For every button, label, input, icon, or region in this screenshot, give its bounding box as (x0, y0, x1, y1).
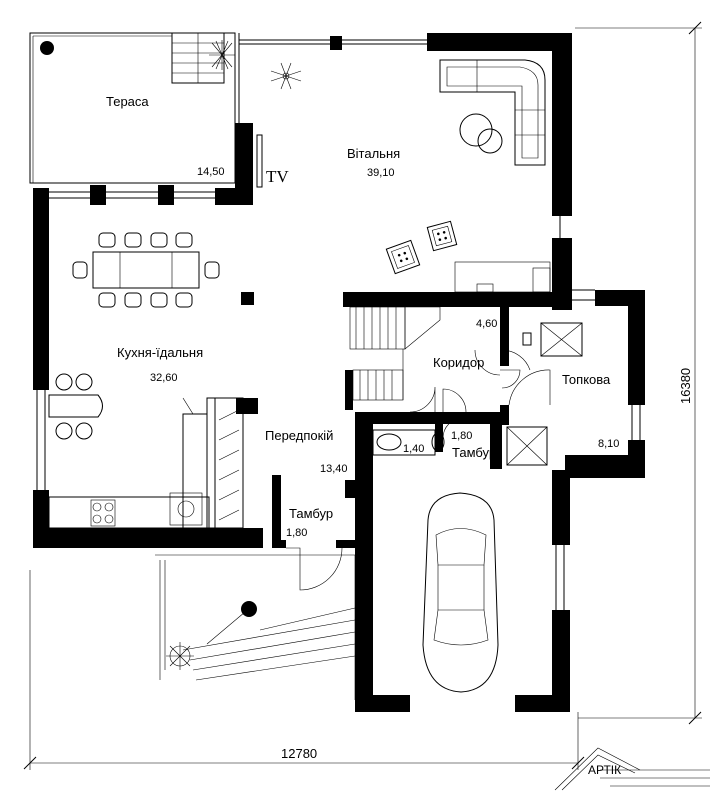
room-area-wc: 1,40 (403, 443, 424, 455)
room-name-corridor: Коридор (433, 355, 484, 370)
plant-icon (166, 642, 194, 670)
room-area-boiler: 8,10 (598, 438, 619, 450)
dining-table (72, 232, 220, 308)
dimension-height: 16380 (575, 21, 702, 725)
tv-label: TV (266, 167, 289, 186)
boiler (522, 322, 583, 357)
room-area-vestibule-2: 1,80 (451, 430, 472, 442)
plant-icon (209, 40, 235, 70)
sofa (439, 59, 546, 166)
room-labels: Тераса 14,50 Вітальня 39,10 TV Кухня-їда… (106, 94, 619, 707)
column-icon (40, 41, 54, 55)
room-name-hall: Передпокій (265, 428, 333, 443)
room-name-living: Вітальня (347, 146, 400, 161)
chair-icon (72, 232, 220, 308)
room-area-garage: 25,00 (518, 695, 546, 707)
entrance (155, 547, 356, 700)
room-area-terrace: 14,50 (197, 166, 225, 178)
plant-icon (270, 62, 302, 90)
room-area-kitchen: 32,60 (150, 372, 178, 384)
wc (372, 429, 445, 456)
room-name-boiler: Топкова (562, 372, 611, 387)
room-area-hall: 13,40 (320, 463, 348, 475)
room-name-vestibule-2: Тамбур (452, 445, 496, 460)
room-name-terrace: Тераса (106, 94, 149, 109)
shaft (506, 426, 548, 466)
room-area-corridor: 4,60 (476, 318, 497, 330)
width-label: 12780 (281, 746, 317, 761)
walls (33, 33, 645, 712)
column-icon (241, 601, 257, 617)
height-label: 16380 (678, 368, 693, 404)
built-in-unit (454, 261, 551, 293)
kitchen-island (48, 373, 103, 440)
room-name-vestibule-1: Тамбур (289, 506, 333, 521)
door-swing (409, 349, 551, 439)
coffee-table (459, 113, 503, 154)
staircase (349, 306, 441, 401)
wardrobe (214, 397, 244, 529)
terrace (29, 32, 240, 184)
logo-text: АРТІК (588, 763, 621, 777)
dimension-width: 12780 (23, 570, 585, 770)
logo: АРТІК (554, 747, 710, 791)
car-icon (422, 492, 499, 693)
kitchen-counter (48, 397, 210, 529)
room-area-vestibule-1: 1,80 (286, 527, 307, 539)
armchair-icon (385, 220, 458, 275)
terrace-stairs (171, 32, 225, 84)
room-name-kitchen: Кухня-їдальня (117, 345, 203, 360)
room-area-living: 39,10 (367, 167, 395, 179)
